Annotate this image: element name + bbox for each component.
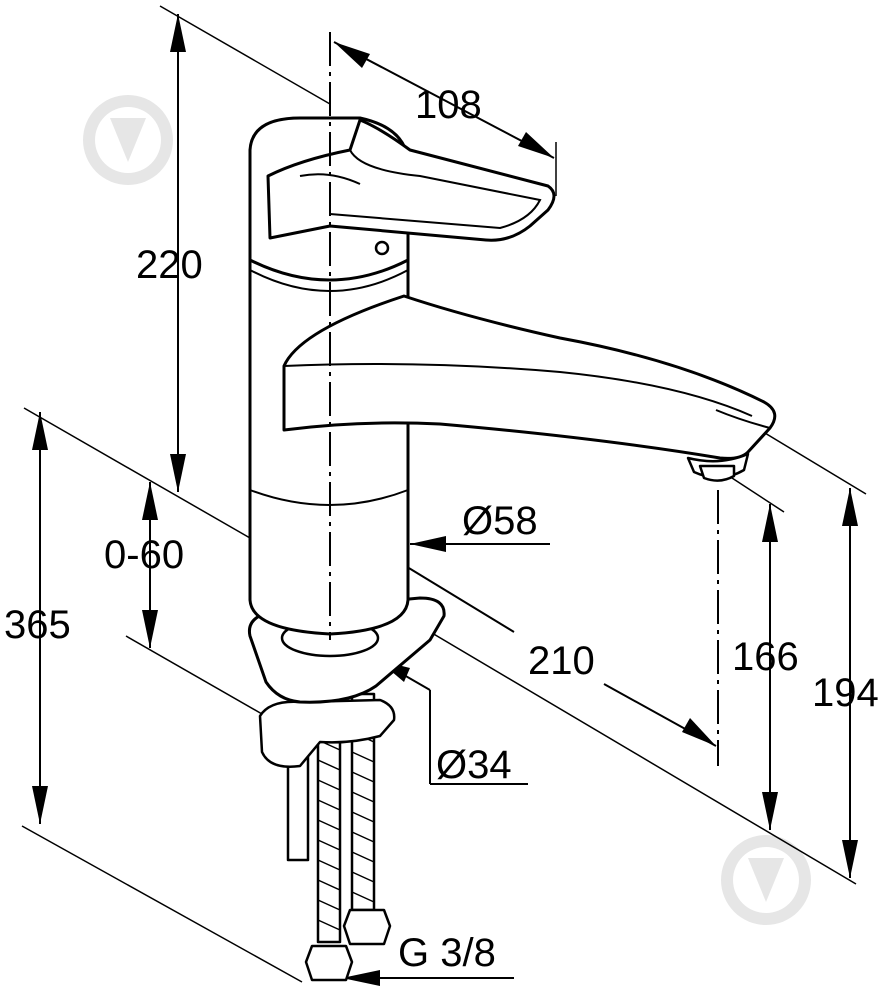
dimension-label-diameter-34: Ø34 <box>436 743 512 787</box>
dimension-label-108: 108 <box>415 83 482 127</box>
spout <box>282 294 777 460</box>
dimension-label-194: 194 <box>812 671 879 715</box>
lever-handle[interactable] <box>266 118 556 242</box>
supply-hose-left <box>304 700 354 982</box>
dimension-label-0-60: 0-60 <box>104 533 184 577</box>
dimension-220: 220 <box>136 14 203 492</box>
dimension-diameter-58: Ø58 <box>410 499 550 552</box>
dimension-0-60: 0-60 <box>104 482 184 648</box>
supply-hose-right <box>342 692 392 946</box>
dimension-365: 365 <box>4 407 303 983</box>
dimension-label-diameter-58: Ø58 <box>462 499 538 543</box>
dimension-diameter-34: Ø34 <box>377 659 528 787</box>
dimension-label-365: 365 <box>4 603 71 647</box>
dimension-166: 166 <box>409 477 857 885</box>
dimension-108: 108 <box>159 5 557 196</box>
dimension-label-220: 220 <box>136 243 203 287</box>
dimension-label-166: 166 <box>732 635 799 679</box>
dimension-194: 194 <box>759 429 879 878</box>
dimension-thread-g38: G 3/8 <box>342 931 514 986</box>
watermark-logo-icon <box>83 95 173 185</box>
dimension-label-210: 210 <box>528 639 595 683</box>
fixing-bracket <box>258 698 396 768</box>
watermark-logo-icon <box>721 835 811 925</box>
dimension-label-thread: G 3/8 <box>398 931 496 975</box>
faucet-body <box>247 32 777 982</box>
